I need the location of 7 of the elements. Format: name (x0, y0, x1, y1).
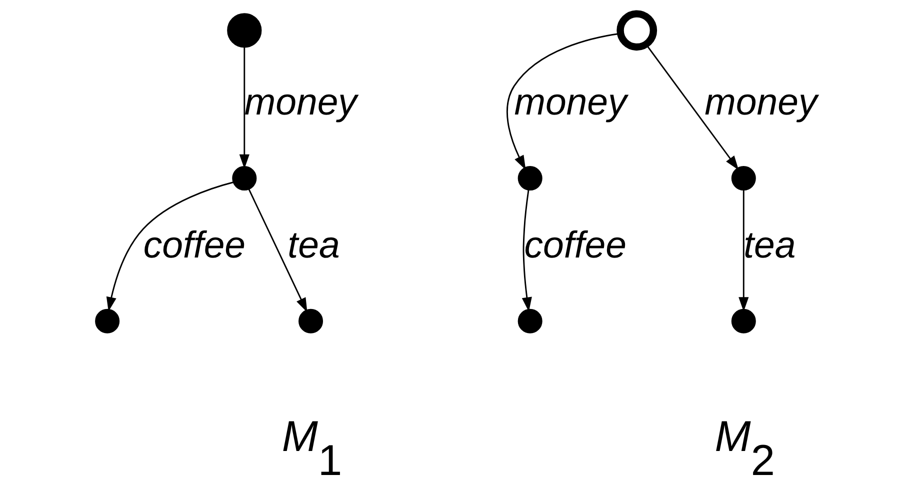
edge-label: tea (743, 223, 796, 266)
edge-label: coffee (142, 223, 246, 266)
edge-label: money (704, 80, 817, 123)
edge-label: money (244, 80, 356, 123)
edge-label: tea (287, 223, 340, 266)
edge-label: coffee (524, 223, 626, 266)
edge-label: money (514, 80, 626, 123)
